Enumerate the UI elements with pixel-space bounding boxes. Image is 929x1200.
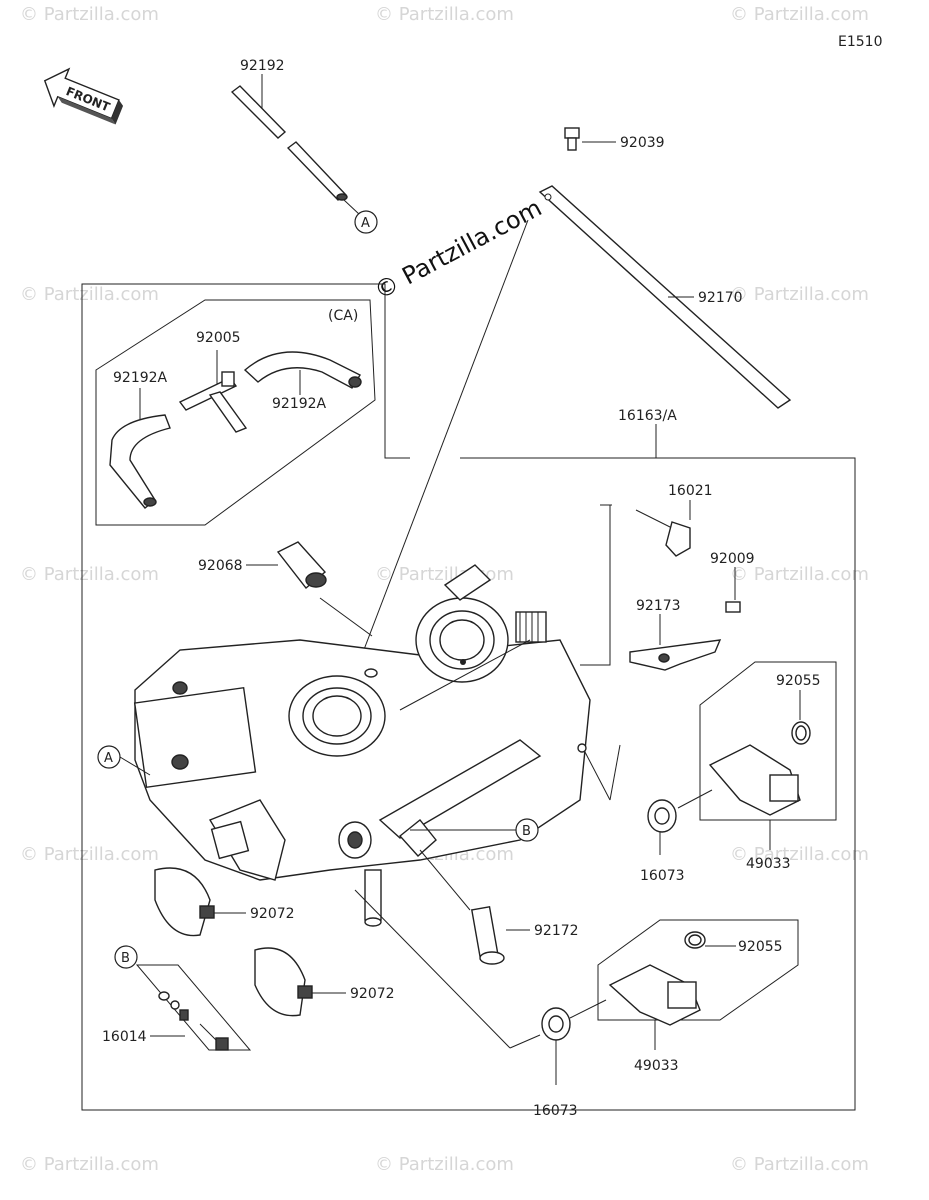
label-92009: 92009 (710, 551, 755, 567)
label-92072-right: 92072 (350, 986, 395, 1002)
label-16021: 16021 (668, 483, 713, 499)
injector-box-bottom (354, 889, 799, 1049)
band-92072-right (254, 947, 346, 1017)
throttle-body-assembly (119, 219, 621, 927)
label-92039: 92039 (620, 135, 665, 151)
callout-b-left: B (114, 945, 138, 969)
label-92170: 92170 (698, 290, 743, 306)
svg-text:© Partzilla.com: © Partzilla.com (20, 844, 159, 865)
oring-92055-bottom (684, 931, 736, 949)
band-92072-left (154, 867, 246, 937)
hose-92192A-right (243, 351, 362, 395)
label-ca: (CA) (328, 308, 358, 324)
clip-92039 (564, 127, 616, 151)
kit-16014 (135, 964, 252, 1051)
watermark-tiles: © Partzilla.com © Partzilla.com © Partzi… (20, 4, 869, 1175)
ca-subassembly-box (95, 299, 376, 526)
label-92055-bottom: 92055 (738, 939, 783, 955)
screw-92009 (725, 567, 741, 613)
svg-text:© Partzilla.com: © Partzilla.com (730, 564, 869, 585)
svg-text:© Partzilla.com: © Partzilla.com (730, 4, 869, 25)
label-92055-top: 92055 (776, 673, 821, 689)
tee-fitting-92005 (178, 350, 248, 433)
label-16163A: 16163/A (618, 408, 677, 424)
seal-16073-bottom (541, 999, 607, 1085)
callout-b-center: B (410, 818, 539, 842)
screw-16021 (580, 500, 691, 666)
spring (515, 611, 547, 643)
strap-92170 (538, 185, 792, 409)
label-92192A-left: 92192A (113, 370, 168, 386)
svg-text:© Partzilla.com: © Partzilla.com (730, 284, 869, 305)
svg-text:B: B (121, 951, 130, 966)
bracket-92173 (629, 614, 722, 671)
svg-text:© Partzilla.com: © Partzilla.com (20, 4, 159, 25)
hose-92192 (230, 74, 361, 216)
svg-text:A: A (361, 216, 370, 231)
bolt-92172 (419, 849, 530, 965)
label-92172: 92172 (534, 923, 579, 939)
svg-text:© Partzilla.com: © Partzilla.com (375, 4, 514, 25)
svg-text:© Partzilla.com: © Partzilla.com (730, 1154, 869, 1175)
svg-text:© Partzilla.com: © Partzilla.com (20, 1154, 159, 1175)
svg-text:© Partzilla.com: © Partzilla.com (730, 844, 869, 865)
hose-92192A-left (109, 388, 171, 509)
watermark-main: © Partzilla.com (370, 194, 547, 306)
label-16014: 16014 (102, 1029, 147, 1045)
svg-text:© Partzilla.com: © Partzilla.com (20, 284, 159, 305)
svg-text:A: A (104, 751, 113, 766)
label-92192A-right: 92192A (272, 396, 327, 412)
label-92173: 92173 (636, 598, 681, 614)
front-arrow-icon: FRONT (43, 67, 124, 125)
callout-a-left: A (97, 745, 121, 769)
callout-a-top: A (354, 210, 378, 234)
label-16073-top: 16073 (640, 868, 685, 884)
label-92192: 92192 (240, 58, 285, 74)
injector-box-top (699, 661, 837, 821)
svg-text:© Partzilla.com: © Partzilla.com (20, 564, 159, 585)
label-16073-bottom: 16073 (533, 1103, 578, 1119)
label-92068: 92068 (198, 558, 243, 574)
oring-92055-top (791, 690, 811, 745)
label-49033-top: 49033 (746, 856, 791, 872)
seal-16073-top (647, 789, 713, 855)
label-49033-bottom: 49033 (634, 1058, 679, 1074)
label-92072-left: 92072 (250, 906, 295, 922)
cap-92068 (246, 541, 373, 637)
svg-text:B: B (522, 824, 531, 839)
injector-49033-bottom (608, 964, 701, 1050)
injector-49033-top (708, 744, 801, 850)
main-boundary (81, 283, 856, 1111)
label-92005: 92005 (196, 330, 241, 346)
diagram-code: E1510 (838, 34, 882, 50)
svg-text:© Partzilla.com: © Partzilla.com (375, 1154, 514, 1175)
